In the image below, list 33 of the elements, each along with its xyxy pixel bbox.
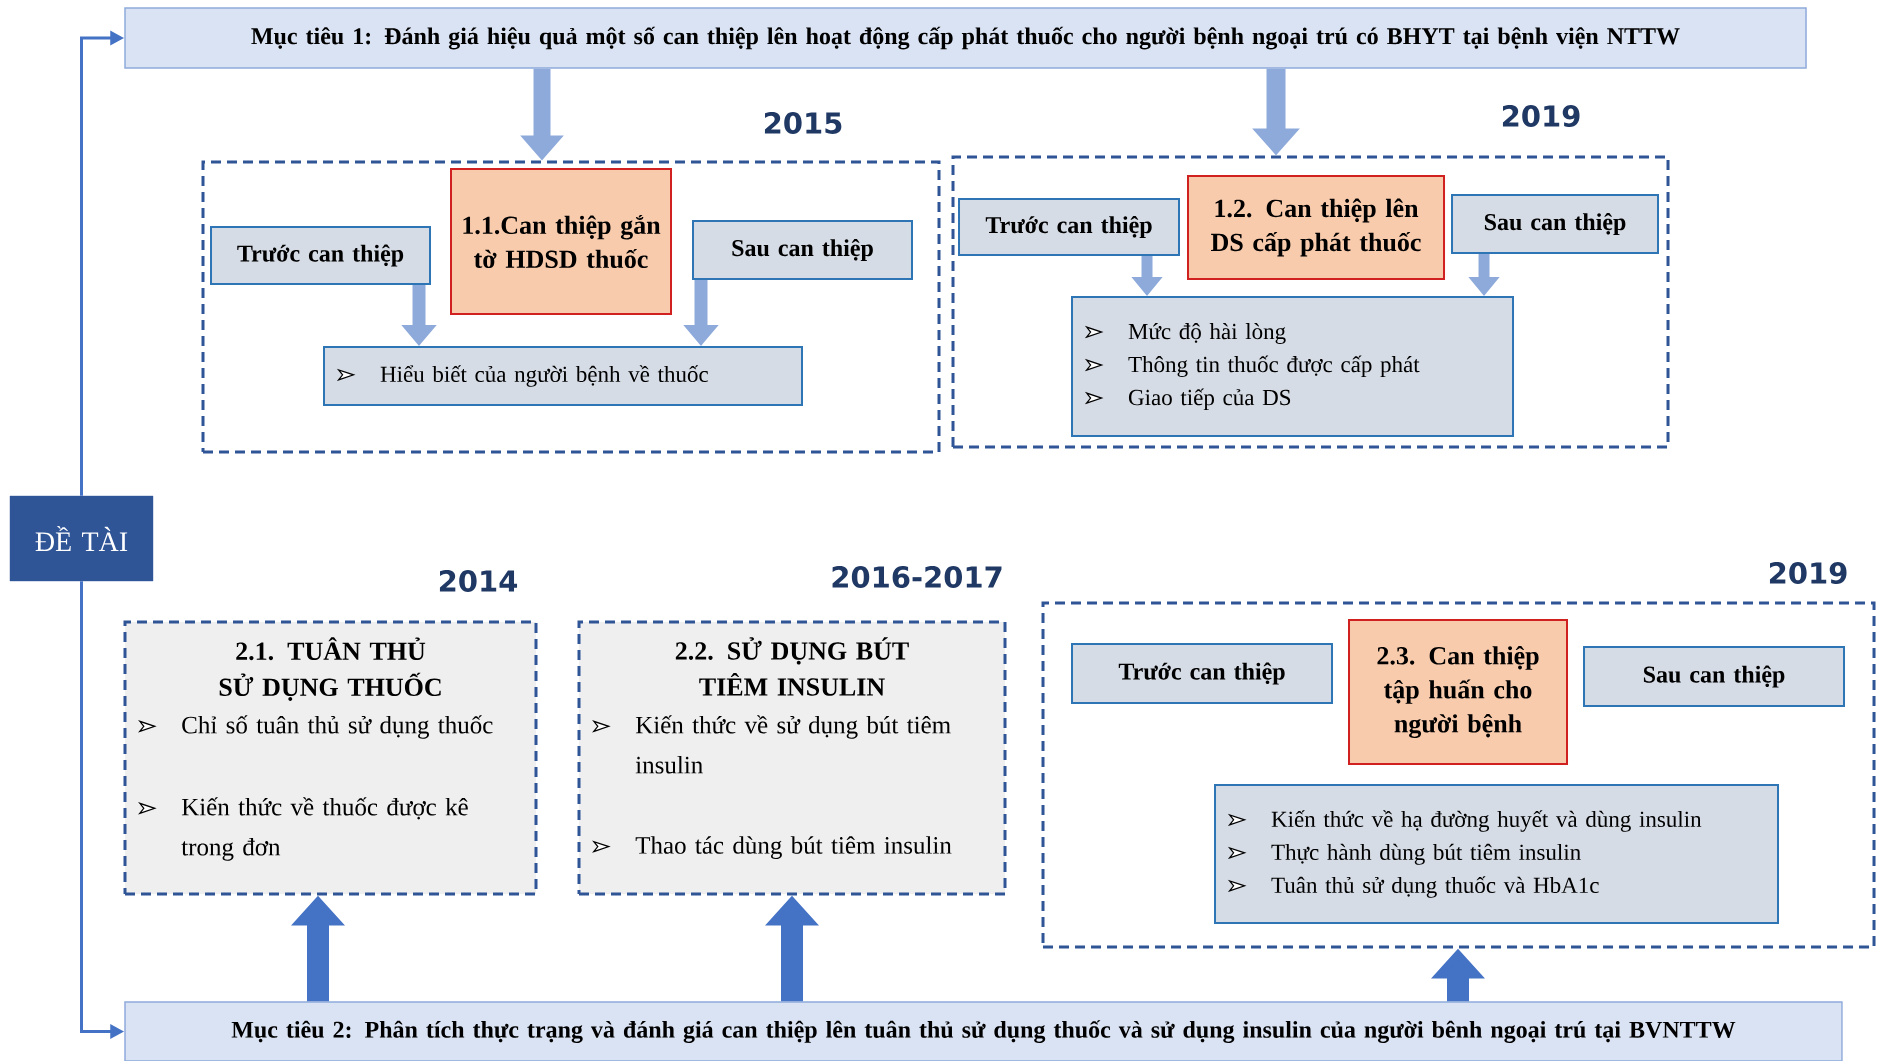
bullet-item: Kiến thức về sử dụng bút tiêm insulin	[592, 715, 951, 774]
bullet-item: Kiến thức về thuốc được kê trong đơn	[138, 797, 468, 861]
year-label: 2016-2017	[832, 566, 1002, 588]
stage-box: Trước can thiệp	[1071, 643, 1333, 704]
year-label: 2019	[1769, 562, 1847, 584]
bullet-item: Tuân thủ sử dụng thuốc và HbA1c	[1227, 876, 1599, 898]
bullet-item: Hiểu biết của người bệnh về thuốc	[336, 365, 708, 387]
stage-box: Sau can thiệp	[1451, 194, 1659, 254]
stage-box: Trước can thiệp	[958, 198, 1180, 256]
intervention-box: 2.3. Can thiệp tập huấn cho người bệnh	[1348, 619, 1568, 765]
stage-box: Trước can thiệp	[210, 226, 431, 285]
objective-box: Mục tiêu 2: Phân tích thực trạng và đánh giá can thiệp lên tuân thủ sử dụng thuốc và sử dụng insulin của người bênh ngoại trú tại BVNTTW	[124, 1001, 1843, 1061]
year-label: 2015	[764, 112, 842, 134]
bullet-item: Kiến thức về hạ đường huyết và dùng insulin	[1227, 810, 1702, 832]
stage-box: Sau can thiệp	[1583, 646, 1845, 707]
year-label: 2019	[1502, 105, 1580, 127]
stage-box: Sau can thiệp	[692, 220, 913, 280]
outcome-box	[1071, 296, 1514, 437]
intervention-box: 1.2. Can thiệp lên DS cấp phát thuốc	[1187, 175, 1445, 280]
bullet-item: Thông tin thuốc được cấp phát	[1084, 355, 1420, 378]
bullet-item: Mức độ hài lòng	[1084, 323, 1286, 345]
intervention-box: 1.1.Can thiệp gắn tờ HDSD thuốc	[450, 168, 672, 315]
bullet-item: Giao tiếp của DS	[1084, 388, 1291, 410]
outcome-box	[323, 346, 803, 406]
topic-box: ĐỀ TÀI	[9, 495, 154, 582]
objective-box: Mục tiêu 1: Đánh giá hiệu quả một số can thiệp lên hoạt động cấp phát thuốc cho người bệnh ngoại trú có BHYT tại bệnh viện NTTW	[124, 7, 1807, 69]
bullet-item: Chỉ số tuân thủ sử dụng thuốc	[138, 715, 493, 739]
bullet-item: Thực hành dùng bút tiêm insulin	[1227, 843, 1581, 865]
year-label: 2014	[439, 570, 518, 592]
group-heading: 2.2. SỬ DỤNG BÚT TIÊM INSULIN	[675, 637, 909, 696]
outcome-box	[1214, 784, 1779, 924]
bullet-item: Thao tác dùng bút tiêm insulin	[592, 836, 952, 859]
group-heading: 2.1. TUÂN THỦ SỬ DỤNG THUỐC	[219, 637, 441, 701]
